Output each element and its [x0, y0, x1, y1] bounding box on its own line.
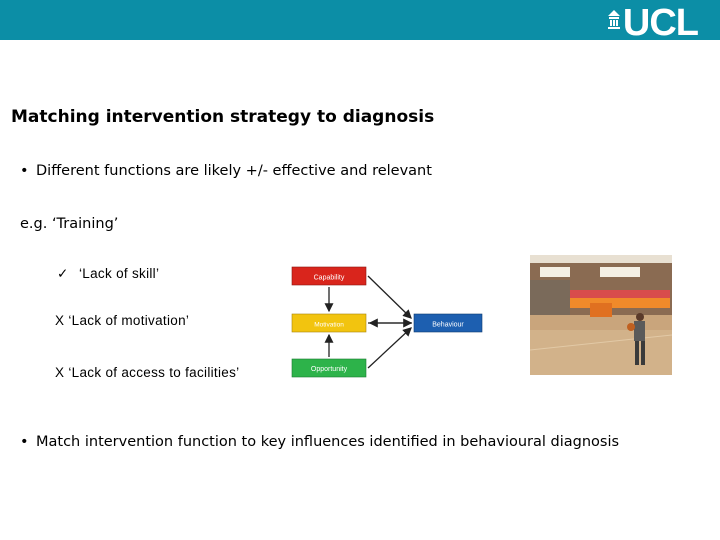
capability-box — [291, 266, 367, 286]
bullet-match: • Match intervention function to key infl… — [20, 434, 619, 450]
motivation-label: Motivation — [314, 322, 344, 329]
slide-title: Matching intervention strategy to diagno… — [11, 107, 435, 127]
header-bar: UCL — [0, 0, 720, 44]
behaviour-label: Behaviour — [432, 322, 464, 329]
com-b-diagram: Capability Motivation Opportunity Behavi… — [291, 266, 483, 378]
check-icon: ✓ — [57, 266, 69, 281]
capability-label: Capability — [314, 275, 345, 282]
subitem-access-text: ‘Lack of access to facilities’ — [68, 365, 240, 380]
bullet-dot: • — [20, 434, 29, 450]
portico-icon — [607, 10, 620, 29]
motivation-box — [291, 313, 367, 333]
opportunity-box — [291, 358, 367, 378]
subitem-motivation-text: ‘Lack of motivation’ — [68, 313, 190, 328]
bullet-dot: • — [20, 163, 29, 179]
bullet-functions-text: Different functions are likely +/- effec… — [36, 163, 432, 179]
arrow-cap-beh — [367, 275, 412, 319]
gym-photo — [530, 255, 672, 375]
cross-mark: X — [55, 365, 65, 380]
subitem-motivation: X ‘Lack of motivation’ — [55, 313, 189, 328]
cross-mark: X — [55, 313, 65, 328]
bullet-match-text: Match intervention function to key influ… — [36, 434, 620, 450]
subitem-skill: ✓ ‘Lack of skill’ — [57, 266, 159, 282]
behaviour-box — [413, 313, 483, 333]
bullet-functions: • Different functions are likely +/- effe… — [20, 163, 432, 179]
opportunity-label: Opportunity — [311, 366, 348, 373]
subitem-skill-text: ‘Lack of skill’ — [79, 266, 160, 281]
logo-text: UCL — [622, 2, 699, 44]
example-label: e.g. ‘Training’ — [20, 216, 119, 232]
ucl-logo: UCL — [607, 2, 699, 44]
arrow-opp-beh — [367, 327, 412, 369]
subitem-access: X ‘Lack of access to facilities’ — [55, 365, 239, 380]
